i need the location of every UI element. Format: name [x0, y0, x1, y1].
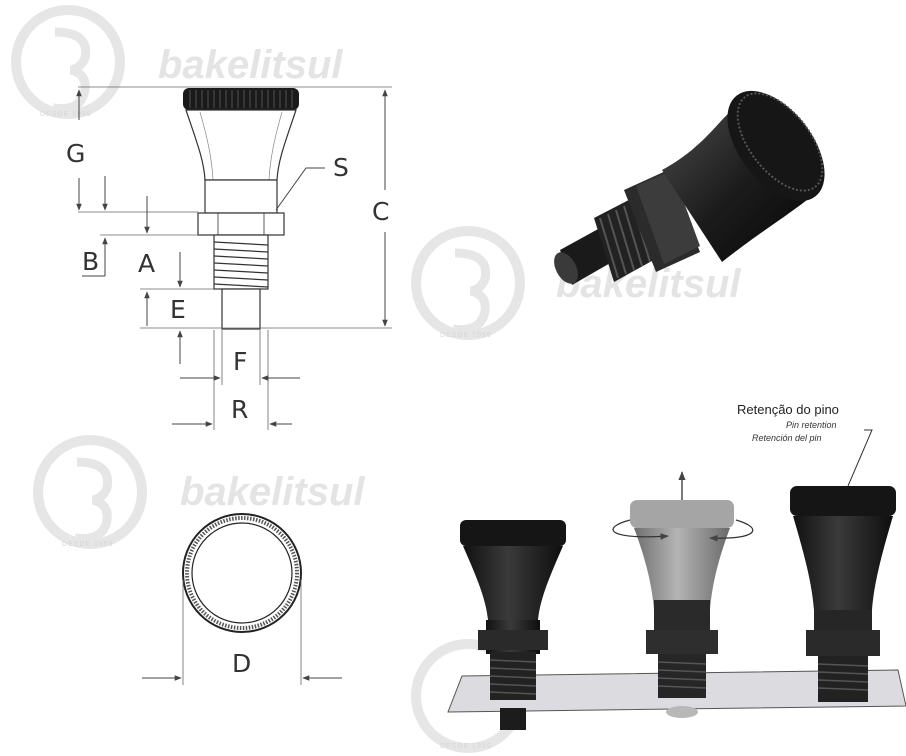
callout-pin-retention-pt: Retenção do pino: [737, 402, 839, 417]
top-view-drawing: [142, 513, 342, 685]
dim-label-s: S: [333, 153, 349, 182]
watermark-since: DESDE 1959: [440, 332, 492, 339]
watermark-since: DESDE 1959: [62, 541, 114, 548]
dim-label-d: D: [232, 649, 251, 678]
callout-pin-retention-en: Pin retention: [786, 420, 837, 430]
render-3d-plunger: [554, 90, 825, 285]
operation-render: [447, 429, 906, 730]
watermark-3: DESDE 1959 bakelitsul: [33, 435, 365, 549]
dim-label-e: E: [170, 295, 186, 324]
callout-pin-retention-es: Retención del pin: [752, 433, 822, 443]
dim-label-f: F: [233, 347, 247, 376]
watermark-since: DESDE 1959: [440, 743, 492, 750]
watermark-1: DESDE 1959 bakelitsul: [11, 5, 343, 119]
watermark-since: DESDE 1959: [40, 111, 92, 118]
dim-label-c: C: [372, 197, 389, 226]
dim-label-g: G: [66, 139, 85, 168]
watermark-brand: bakelitsul: [180, 470, 365, 514]
watermark-brand: bakelitsul: [158, 43, 343, 87]
side-view-drawing: [76, 86, 392, 430]
dim-label-a: A: [138, 249, 155, 278]
dim-label-b: B: [82, 247, 99, 276]
dim-label-r: R: [231, 395, 248, 424]
